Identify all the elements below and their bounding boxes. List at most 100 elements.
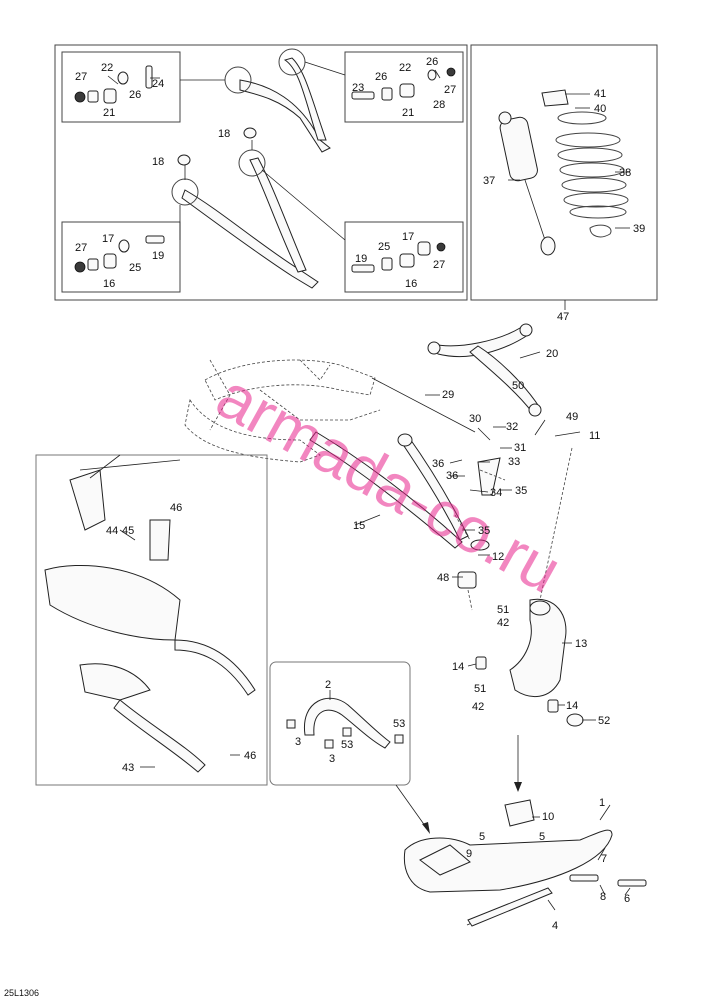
callout-27: 27 [444, 84, 456, 96]
callout-51: 51 [497, 604, 509, 616]
callout-19: 19 [355, 253, 367, 265]
ball-joint [457, 571, 477, 589]
callout-17: 17 [402, 231, 414, 243]
callout-circle [224, 66, 252, 94]
callout-53: 53 [341, 739, 353, 751]
callout-47: 47 [557, 311, 569, 323]
bushing-glyph [475, 656, 487, 670]
callout-27: 27 [75, 242, 87, 254]
washer-glyph [177, 154, 191, 166]
upper-a-arm [427, 323, 542, 417]
callout-8: 8 [600, 891, 606, 903]
callout-46: 46 [244, 750, 256, 762]
callout-4: 4 [552, 920, 558, 932]
callout-2: 2 [325, 679, 331, 691]
callout-51: 51 [474, 683, 486, 695]
callout-25: 25 [129, 262, 141, 274]
callout-42: 42 [497, 617, 509, 629]
screw-glyph [324, 739, 334, 749]
bushing-glyph [547, 699, 559, 713]
callout-3: 3 [329, 753, 335, 765]
callout-25: 25 [378, 241, 390, 253]
callout-45: 45 [122, 525, 134, 537]
callout-32: 32 [506, 421, 518, 433]
callout-48: 48 [437, 572, 449, 584]
tie-rod-line [371, 377, 476, 433]
spindle [509, 598, 567, 698]
callout-53: 53 [393, 718, 405, 730]
lower-a-arm [309, 431, 469, 549]
upper-a-arm-sketch [224, 48, 331, 153]
chassis-outline [184, 359, 381, 463]
callout-11: 11 [589, 430, 600, 442]
callout-14: 14 [566, 700, 578, 712]
callout-1: 1 [599, 797, 605, 809]
lower-a-arm-sketch [171, 149, 319, 289]
callout-18: 18 [152, 156, 164, 168]
callout-20: 20 [546, 348, 558, 360]
callout-22: 22 [399, 62, 411, 74]
callout-23: 23 [352, 82, 364, 94]
callout-40: 40 [594, 103, 606, 115]
screw-glyph [342, 727, 352, 737]
callout-27: 27 [75, 71, 87, 83]
a-arm-detail-frame [54, 44, 468, 301]
hardware-kit-bottom-left [74, 235, 165, 273]
callout-44: 44 [106, 525, 118, 537]
callout-41: 41 [594, 88, 606, 100]
callout-26: 26 [129, 89, 141, 101]
callout-46: 46 [170, 502, 182, 514]
callout-22: 22 [101, 62, 113, 74]
callout-18: 18 [218, 128, 230, 140]
callout-5: 5 [479, 831, 485, 843]
callout-12: 12 [492, 551, 504, 563]
callout-30: 30 [469, 413, 481, 425]
callout-31: 31 [514, 442, 526, 454]
callout-36: 36 [432, 458, 444, 470]
callout-10: 10 [542, 811, 554, 823]
callout-43: 43 [122, 762, 134, 774]
sway-bar-link [477, 457, 501, 496]
callout-21: 21 [402, 107, 414, 119]
ski-assembly [403, 799, 647, 927]
callout-35: 35 [515, 485, 527, 497]
ski-handle [304, 697, 391, 749]
callout-26: 26 [375, 71, 387, 83]
callout-52: 52 [598, 715, 610, 727]
callout-37: 37 [483, 175, 495, 187]
callout-28: 28 [433, 99, 445, 111]
callout-36: 36 [446, 470, 458, 482]
callout-26: 26 [426, 56, 438, 68]
washer-glyph [243, 127, 257, 139]
bushing-glyph [566, 713, 584, 727]
callout-16: 16 [405, 278, 417, 290]
callout-3: 3 [295, 736, 301, 748]
callout-7: 7 [601, 853, 607, 865]
hardware-kit-bottom-right [351, 241, 446, 273]
callout-34: 34 [490, 487, 502, 499]
callout-17: 17 [102, 233, 114, 245]
callout-24: 24 [152, 78, 164, 90]
chassis-detail-frame [35, 454, 268, 786]
callout-9: 9 [466, 848, 472, 860]
callout-16: 16 [103, 278, 115, 290]
handle-detail-frame [269, 661, 411, 786]
callout-39: 39 [633, 223, 645, 235]
callout-14: 14 [452, 661, 464, 673]
bushing-kit-box-bottom-left [61, 221, 181, 293]
screw-glyph [286, 719, 296, 729]
bushing-kit-box-top-right [344, 51, 464, 123]
callout-15: 15 [353, 520, 365, 532]
bushing-kit-box-top-left [61, 51, 181, 123]
leader-lines [107, 69, 631, 911]
callout-38: 38 [619, 167, 631, 179]
shock-detail-frame [470, 44, 658, 301]
front-frame-sketch [44, 454, 256, 773]
callout-50: 50 [512, 380, 524, 392]
callout-5: 5 [539, 831, 545, 843]
hardware-kit-top-right [351, 67, 456, 101]
reference-code: 25L1306 [4, 988, 39, 998]
callout-33: 33 [508, 456, 520, 468]
